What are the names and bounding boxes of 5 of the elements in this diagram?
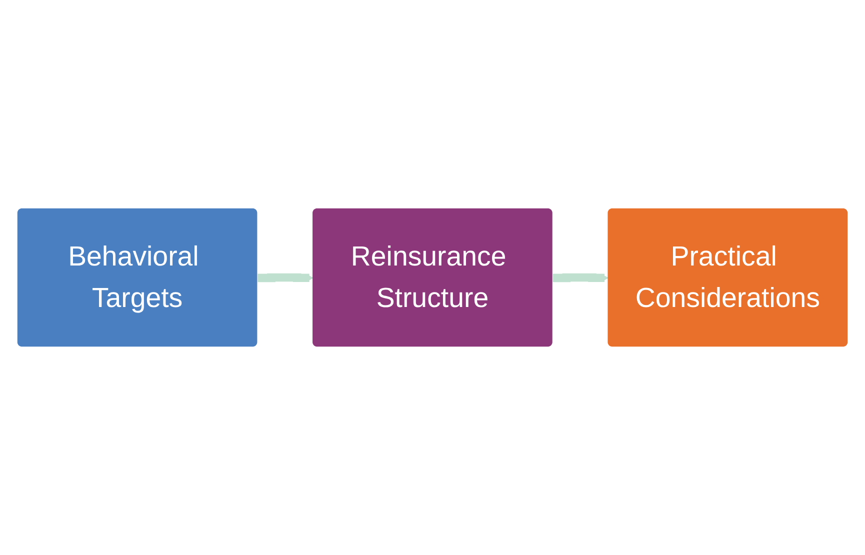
node-box: Behavioral Targets <box>17 208 258 347</box>
node-box: Practical Considerations <box>608 208 848 347</box>
node-box: Reinsurance Structure <box>312 208 552 347</box>
arrow <box>258 273 314 282</box>
arrow <box>552 273 609 282</box>
